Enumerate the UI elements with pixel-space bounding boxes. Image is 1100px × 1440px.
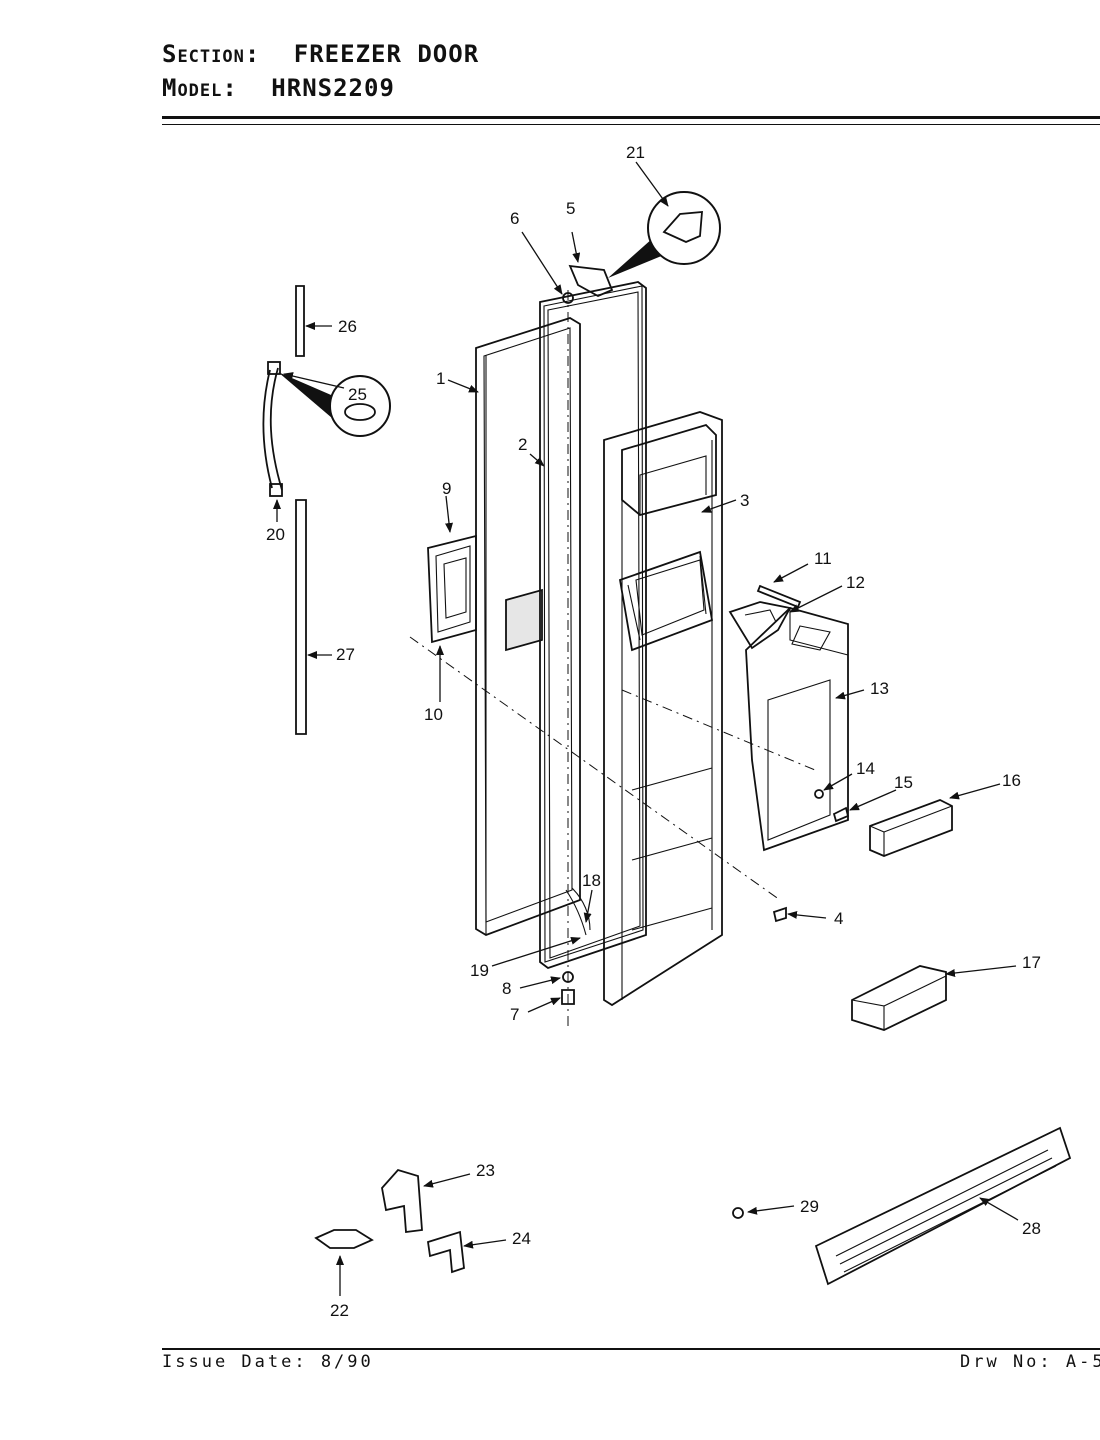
small-hardware: [772, 789, 850, 923]
door-inner-liner: [603, 411, 723, 1007]
callout-10: 10: [424, 705, 443, 724]
model-label: Model:: [162, 74, 238, 102]
model-heading: Model: HRNS2209: [162, 74, 395, 102]
drawing-number: Drw No: A-5: [960, 1352, 1100, 1372]
door-outer-panel: [475, 317, 581, 936]
section-heading: Section: FREEZER DOOR: [162, 40, 479, 68]
callout-16: 16: [1002, 771, 1021, 790]
top-hinge: [562, 264, 614, 304]
callout-15: 15: [894, 773, 913, 792]
handle-clip-detail: [329, 375, 391, 437]
trim-strip-27: [295, 499, 307, 735]
callout-26: 26: [338, 317, 357, 336]
callout-11: 11: [814, 549, 832, 568]
bottom-hinge-22: [314, 1229, 374, 1249]
callout-27: 27: [336, 645, 355, 664]
toe-grille: [814, 1126, 1072, 1286]
trim-strip-26: [295, 285, 305, 357]
callout-5: 5: [566, 199, 575, 218]
assembly-centerlines: [409, 290, 816, 1030]
leader-lines: [273, 161, 1019, 1296]
dispenser-housing: [745, 606, 849, 852]
callout-1: 1: [436, 369, 445, 388]
screw-29: [732, 1207, 744, 1219]
hinge-bushing-detail: [647, 191, 721, 265]
callout-19: 19: [470, 961, 489, 980]
dispenser-bar: [756, 584, 802, 609]
callout-17: 17: [1022, 953, 1041, 972]
callout-labels: 1 2 3 4 5 6 7 8 9 10 11 12 13 14 15 16 1…: [266, 143, 1041, 1320]
callout-22: 22: [330, 1301, 349, 1320]
callout-28: 28: [1022, 1219, 1041, 1238]
issue-date: Issue Date: 8/90: [162, 1352, 374, 1372]
dispenser-frame: [427, 534, 477, 644]
door-handle-cable: [262, 361, 283, 497]
nut-7: [561, 989, 575, 1005]
zoom-wedge-25: [278, 372, 338, 418]
callout-21: 21: [626, 143, 645, 162]
callout-14: 14: [856, 759, 875, 778]
hinge-bracket-23: [381, 1168, 423, 1234]
callout-9: 9: [442, 479, 451, 498]
section-label: Section:: [162, 40, 261, 68]
callout-4: 4: [834, 909, 843, 928]
section-value: FREEZER DOOR: [293, 40, 480, 68]
door-bin-small: [869, 799, 953, 857]
callout-8: 8: [502, 979, 511, 998]
callout-3: 3: [740, 491, 749, 510]
callout-24: 24: [512, 1229, 531, 1248]
callout-6: 6: [510, 209, 519, 228]
model-value: HRNS2209: [271, 74, 395, 102]
door-bin-large: [851, 965, 947, 1031]
heater-wire: [565, 887, 591, 936]
footer-rule: [162, 1348, 1100, 1350]
washer-8: [562, 971, 574, 983]
callout-20: 20: [266, 525, 285, 544]
callout-7: 7: [510, 1005, 519, 1024]
callout-25: 25: [348, 385, 367, 404]
callout-12: 12: [846, 573, 865, 592]
callout-13: 13: [870, 679, 889, 698]
callout-23: 23: [476, 1161, 495, 1180]
callout-29: 29: [800, 1197, 819, 1216]
ice-chute: [728, 601, 792, 650]
callout-2: 2: [518, 435, 527, 454]
callout-18: 18: [582, 871, 601, 890]
header-rule-thick: [162, 116, 1100, 119]
header-rule-thin: [162, 124, 1100, 125]
door-gasket: [539, 281, 647, 970]
hinge-bracket-24: [427, 1230, 465, 1274]
